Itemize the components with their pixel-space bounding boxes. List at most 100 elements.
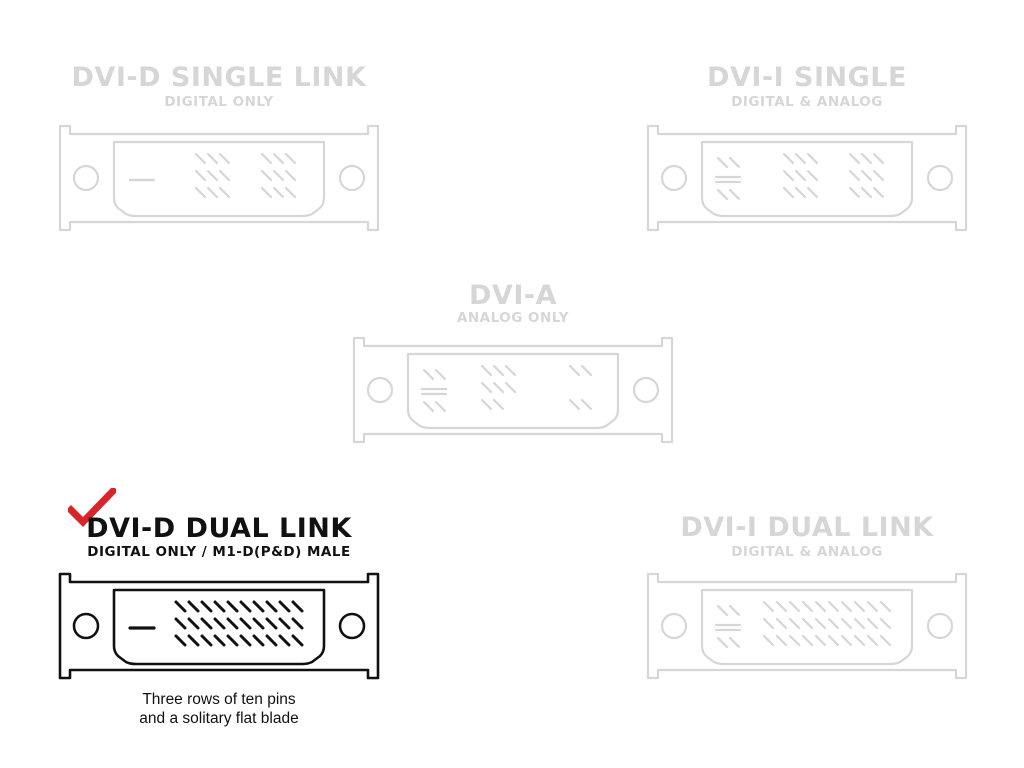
pin <box>762 634 775 647</box>
pin <box>728 156 741 169</box>
checkmark-icon <box>68 488 116 527</box>
pin <box>278 600 291 613</box>
pin <box>860 186 873 199</box>
pin <box>827 634 840 647</box>
pin <box>226 634 239 647</box>
connector-title: DVI-D DUAL LINK <box>86 513 352 544</box>
pin <box>848 152 861 165</box>
pin <box>716 188 729 201</box>
pin <box>434 400 447 413</box>
screw-hole <box>660 612 688 640</box>
pin <box>840 634 853 647</box>
pin <box>239 617 252 630</box>
pin <box>480 381 493 394</box>
pin <box>187 617 200 630</box>
dvi-connector-diagram <box>58 572 380 680</box>
pin <box>866 600 879 613</box>
pin <box>860 169 873 182</box>
pin <box>716 156 729 169</box>
screw-hole <box>72 164 100 192</box>
pin <box>827 600 840 613</box>
pin <box>213 600 226 613</box>
pin <box>806 169 819 182</box>
pin <box>218 186 231 199</box>
pin <box>872 152 885 165</box>
connector-title: DVI-D SINGLE LINK <box>71 62 367 93</box>
connector-dvi-i-single: DVI-I SINGLE DIGITAL & ANALOG <box>646 62 968 234</box>
pin <box>782 169 795 182</box>
pin <box>278 617 291 630</box>
pin <box>206 186 219 199</box>
pin <box>174 634 187 647</box>
caption-line: and a solitary flat blade <box>139 710 299 727</box>
connector-body <box>406 352 620 430</box>
connector-caption: Three rows of ten pins and a solitary fl… <box>58 690 380 728</box>
screw-hole <box>338 612 366 640</box>
pin <box>853 634 866 647</box>
pin <box>260 152 273 165</box>
pin <box>794 186 807 199</box>
pin <box>762 600 775 613</box>
pin <box>788 634 801 647</box>
pin <box>568 364 581 377</box>
pin <box>265 600 278 613</box>
pin <box>272 152 285 165</box>
dvi-connector-diagram <box>646 572 968 680</box>
screw-hole <box>660 164 688 192</box>
pin <box>218 152 231 165</box>
pin <box>814 617 827 630</box>
pin <box>291 634 304 647</box>
connector-body <box>112 588 326 666</box>
pin <box>788 600 801 613</box>
pin <box>866 617 879 630</box>
pin <box>860 152 873 165</box>
connector-title: DVI-I SINGLE <box>707 62 907 93</box>
pin <box>716 604 729 617</box>
connector-body <box>700 588 914 666</box>
connector-title: DVI-I DUAL LINK <box>680 512 934 543</box>
connector-subtitle: DIGITAL & ANALOG <box>731 544 883 560</box>
pin <box>794 152 807 165</box>
pin <box>504 364 517 377</box>
connector-subtitle: DIGITAL & ANALOG <box>731 94 883 110</box>
pin <box>218 169 231 182</box>
pin <box>284 152 297 165</box>
pin <box>252 617 265 630</box>
pin <box>872 186 885 199</box>
screw-hole <box>926 164 954 192</box>
pin <box>728 604 741 617</box>
dvi-connector-diagram <box>646 124 968 232</box>
pin <box>801 634 814 647</box>
pin <box>492 364 505 377</box>
pin <box>434 368 447 381</box>
pin <box>278 634 291 647</box>
pin <box>480 398 493 411</box>
pin <box>801 617 814 630</box>
pin <box>200 634 213 647</box>
screw-hole <box>926 612 954 640</box>
pin <box>252 634 265 647</box>
pin <box>206 152 219 165</box>
connector-shell <box>352 336 674 444</box>
pin <box>272 169 285 182</box>
pin <box>782 152 795 165</box>
pin <box>788 617 801 630</box>
pin <box>284 186 297 199</box>
pin <box>239 634 252 647</box>
pin <box>206 169 219 182</box>
connector-body <box>700 140 914 218</box>
pin <box>194 152 207 165</box>
connector-subtitle: DIGITAL ONLY <box>164 94 274 110</box>
pin <box>239 600 252 613</box>
pin <box>716 636 729 649</box>
screw-hole <box>366 376 394 404</box>
pin <box>866 634 879 647</box>
pin <box>728 636 741 649</box>
pin <box>492 398 505 411</box>
pin <box>775 617 788 630</box>
pin <box>853 617 866 630</box>
pin <box>272 186 285 199</box>
connector-title: DVI-A <box>469 280 557 311</box>
pin <box>580 398 593 411</box>
pin <box>806 186 819 199</box>
